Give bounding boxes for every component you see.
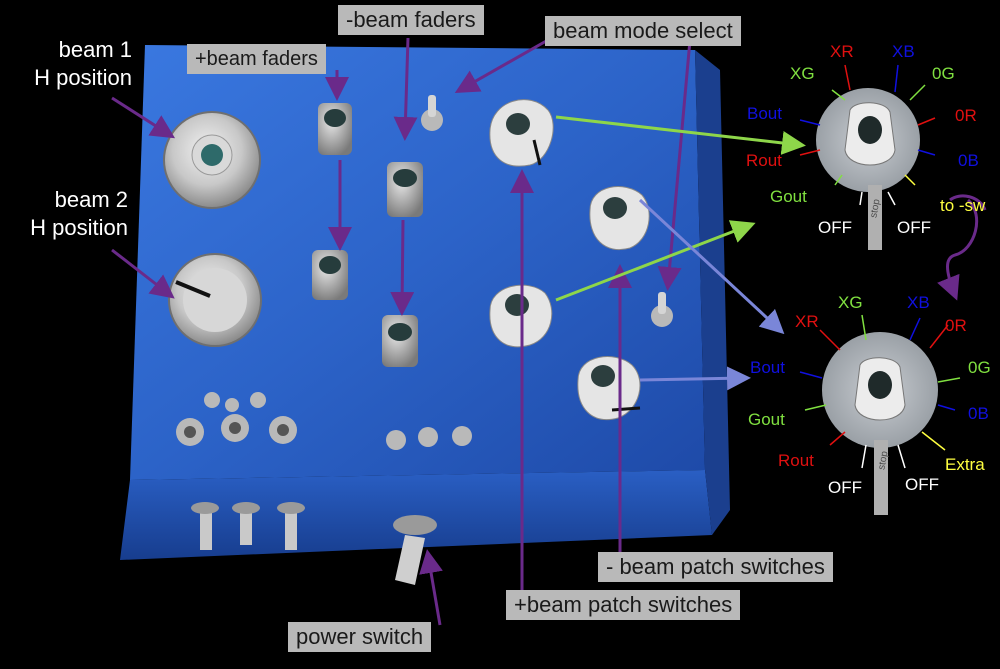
minus-fader-1 xyxy=(387,162,423,217)
annotation-arrows-green xyxy=(555,115,806,302)
label-beam2-line2: H position xyxy=(30,215,128,240)
patch-knob-right xyxy=(589,186,650,250)
dial-top-OFF-left: OFF xyxy=(818,218,852,237)
dial-bottom-Rout: Rout xyxy=(778,451,814,470)
label-beam-mode-select: beam mode select xyxy=(545,16,741,46)
dial-top-to-sw: to -sw xyxy=(940,196,986,215)
dial-top-0G: 0G xyxy=(932,64,955,83)
label-plus-beam-patch-switches: +beam patch switches xyxy=(506,590,741,620)
label-minus-beam-faders: -beam faders xyxy=(338,5,484,35)
dial-top-OFF-right: OFF xyxy=(897,218,931,237)
front-toggles xyxy=(191,502,305,550)
power-switch-hardware xyxy=(393,515,437,585)
dial-bottom-XR: XR xyxy=(795,312,819,331)
toggle-cluster-middle xyxy=(386,426,472,450)
dial-bottom-Gout: Gout xyxy=(748,410,785,429)
label-minus-beam-patch-switches: - beam patch switches xyxy=(598,552,833,582)
dial-bottom xyxy=(799,314,961,515)
label-beam1: beam 1 H position xyxy=(12,36,132,92)
annotation-arrows-blue xyxy=(638,198,785,391)
dial-bottom-Extra: Extra xyxy=(945,455,985,474)
dial-top-Bout: Bout xyxy=(747,104,782,123)
dial-top-0R: 0R xyxy=(955,106,977,125)
enclosure xyxy=(120,45,730,560)
dial-bottom-OFF-right: OFF xyxy=(905,475,939,494)
dial-bottom-Bout: Bout xyxy=(750,358,785,377)
dial-top-XR: XR xyxy=(830,42,854,61)
label-beam2-line1: beam 2 xyxy=(54,187,128,212)
plus-fader-1 xyxy=(318,103,352,155)
patch-knob-bottom xyxy=(577,356,641,420)
minus-fader-2 xyxy=(382,315,418,367)
beam1-knob xyxy=(163,111,261,209)
plus-fader-2 xyxy=(312,250,348,300)
patch-knob-top-left xyxy=(489,99,554,167)
dial-top-Rout: Rout xyxy=(746,151,782,170)
label-power-switch: power switch xyxy=(288,622,432,652)
label-beam1-line1: beam 1 xyxy=(58,37,132,62)
beam-mode-toggle-top xyxy=(421,95,443,131)
dial-bottom-0B: 0B xyxy=(968,404,989,423)
annotation-arrows-purple xyxy=(111,37,987,626)
beam2-knob xyxy=(168,253,262,347)
dial-bottom-OFF-left: OFF xyxy=(828,478,862,497)
dial-top-XG: XG xyxy=(790,64,815,83)
dial-bottom-0G: 0G xyxy=(968,358,991,377)
dial-bottom-XB: XB xyxy=(907,293,930,312)
dial-top xyxy=(799,64,936,250)
dial-bottom-XG: XG xyxy=(838,293,863,312)
dial-top-XB: XB xyxy=(892,42,915,61)
toggle-cluster-left xyxy=(176,392,297,446)
beam-mode-toggle-right xyxy=(651,292,673,327)
label-beam2: beam 2 H position xyxy=(6,186,128,242)
dial-top-0B: 0B xyxy=(958,151,979,170)
label-beam1-line2: H position xyxy=(34,65,132,90)
label-plus-beam-faders: +beam faders xyxy=(187,44,326,74)
dial-top-Gout: Gout xyxy=(770,187,807,206)
dial-bottom-0R: 0R xyxy=(945,316,967,335)
